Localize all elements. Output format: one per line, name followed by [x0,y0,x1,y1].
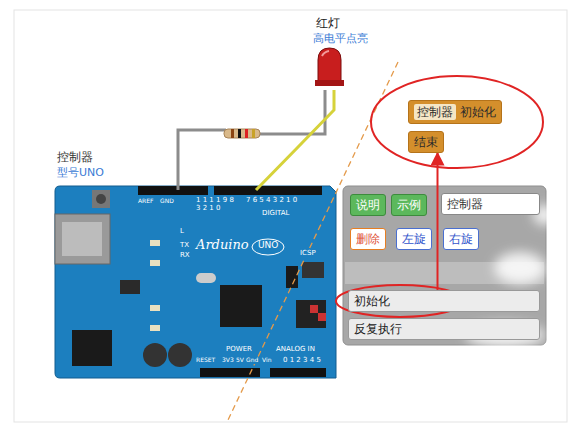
arduino-board-part [270,368,326,377]
board-marking: 5V [236,357,244,364]
block-text: 初始化 [460,105,496,119]
led-circuit-part [252,129,255,138]
board-marking: 3V3 [222,357,234,364]
arduino-board-part [196,273,216,283]
arduino-board-part [150,240,160,246]
board-marking: 0 1 2 3 4 5 [283,357,321,365]
arduino-board-part [96,194,106,204]
board-marking: TX [180,242,189,250]
board-marking: Arduino [196,238,249,252]
block-item: 初始化 [348,290,540,312]
arduino-board-part [252,239,284,255]
arduino-board-part [55,214,110,264]
block-text: 初始化 [354,294,390,308]
arduino-board-part [286,266,298,288]
board-marking: RX [180,252,190,260]
frame [14,10,567,422]
block-text: 说明 [356,198,380,212]
code-block: 控制器初始化 [408,100,502,124]
block-panel [343,186,546,345]
led-circuit-part [315,80,344,86]
board-marking: POWER [226,346,252,354]
name-field: 控制器 [441,193,540,215]
block-text: 删除 [356,232,380,246]
block-slot: 控制器 [414,104,456,120]
led-circuit-part [231,129,234,138]
board-marking: 7 6 5 4 3 2 1 0 [246,197,297,205]
block-text: 反复执行 [354,322,402,336]
highlight-circle-part [371,76,543,168]
board-marking: 1 1 1 1 9 8 [196,197,234,205]
led-circuit-part [238,129,241,138]
flow-arrow [437,153,439,290]
led-circuit-part [224,129,260,138]
block-text: 示例 [397,198,421,212]
board-marking: ICSP [300,250,316,258]
led-circuit-part [322,51,329,56]
arduino-board-part [120,280,140,294]
arduino-board-part [220,285,262,327]
block-text: 右旋 [449,232,473,246]
arduino-board-part [150,260,160,266]
block-text: 结束 [414,135,438,149]
arduino-board-part [72,330,112,366]
board-marking: ANALOG IN [276,346,315,354]
led-circuit-part [256,90,334,190]
board-marking: DIGITAL [262,210,289,218]
part-label: 高电平点亮 [313,33,368,45]
arduino-board-part [150,305,160,311]
board-marking: GND [160,198,174,205]
menu-button: 删除 [350,228,386,250]
board-marking: Vin [262,357,271,364]
arduino-board-part [310,305,318,313]
part-label: 型号UNO [57,167,104,179]
block-item: 反复执行 [348,318,540,340]
board-marking: RESET [196,357,215,364]
arduino-board-part [62,222,102,256]
board-marking: UNO [258,241,278,251]
code-block: 结束 [408,131,444,153]
arduino-board-part [150,325,160,331]
block-text: 控制器 [447,197,483,211]
led-circuit [178,48,344,190]
arduino-board-part [296,300,326,328]
part-label: 控制器 [57,151,93,164]
arduino-board-part [318,313,326,321]
arduino-board-part [302,262,324,278]
menu-button: 说明 [350,194,386,216]
menu-button: 示例 [391,194,427,216]
menu-button: 右旋 [443,228,479,250]
arduino-board-part [214,186,322,195]
board-marking: AREF [138,198,154,205]
led-circuit-part [178,130,226,190]
board-marking: L [180,228,184,236]
blur-smear-part [494,252,546,284]
menu-button: 左旋 [396,228,432,250]
arduino-board-part [138,186,208,195]
block-text: 左旋 [402,232,426,246]
board-marking: 3 2 1 0 [196,205,221,213]
block-panel-part [343,186,546,345]
arduino-board-part [168,343,192,367]
highlight-circle [336,76,543,317]
led-circuit-part [318,48,341,82]
board-marking: Gnd [246,357,258,364]
arduino-board-part [143,343,167,367]
led-circuit-part [245,129,248,138]
led-circuit-part [258,90,325,134]
part-label: 红灯 [316,17,340,30]
arduino-board-part [92,190,110,208]
